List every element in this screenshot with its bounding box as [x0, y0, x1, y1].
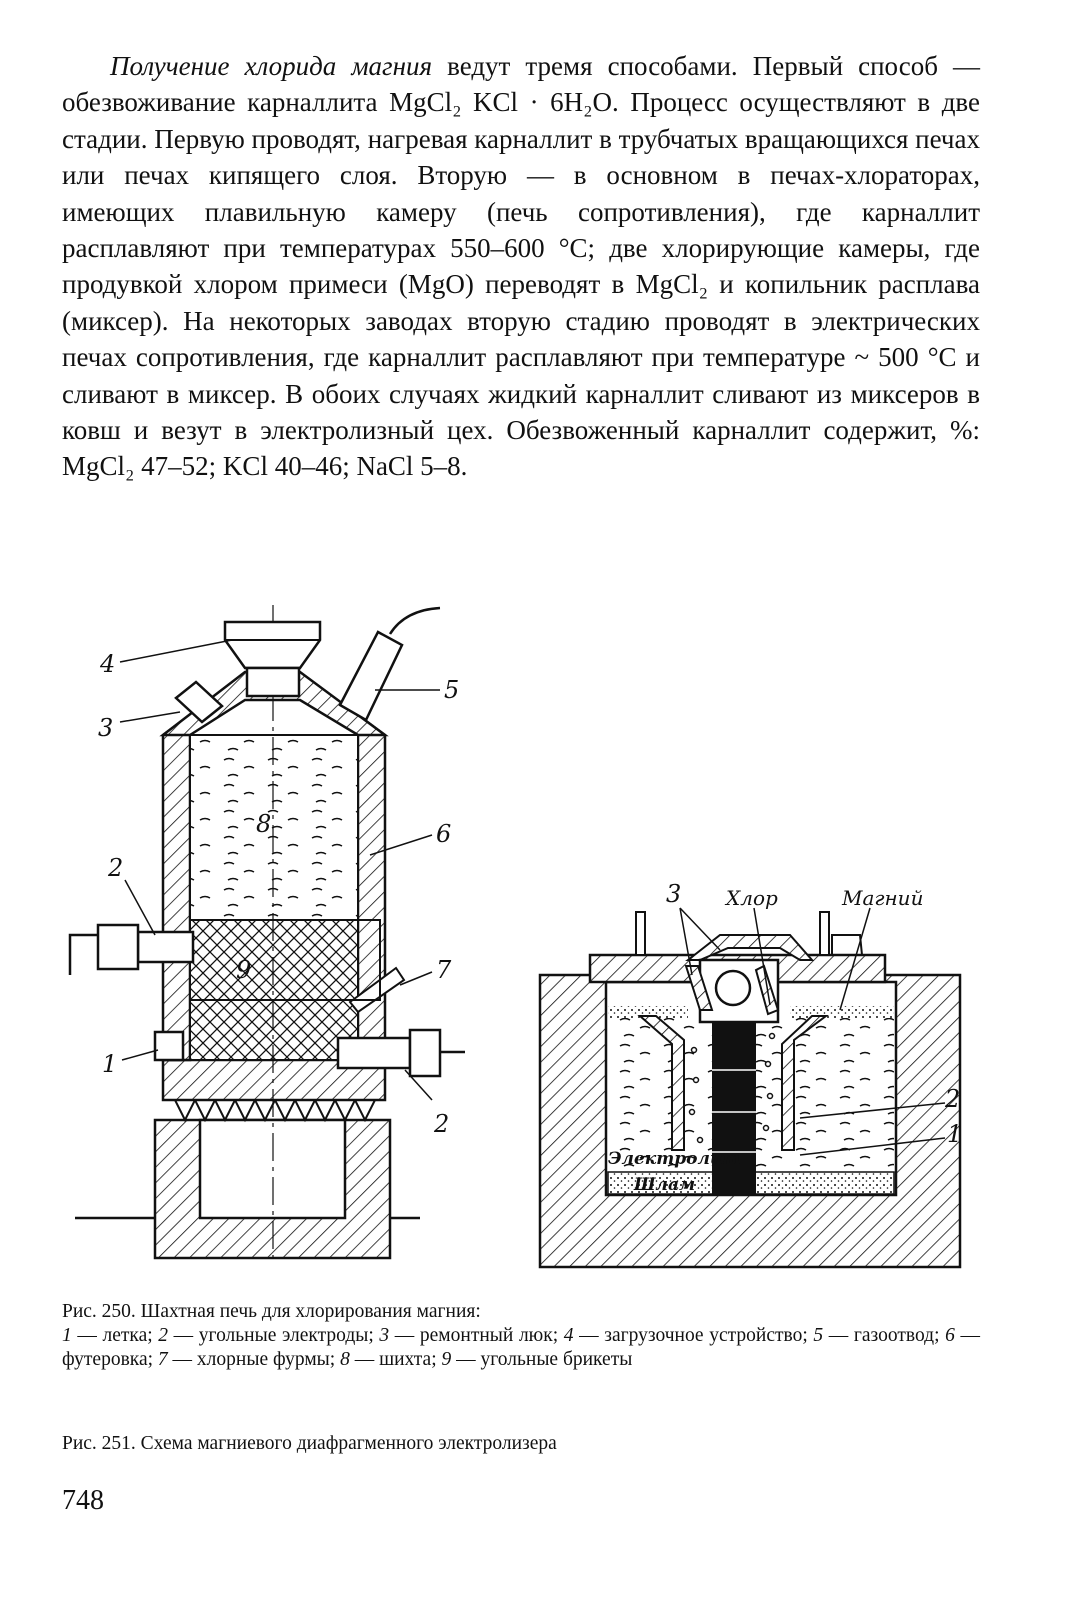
lead-italic: Получение хлорида магния [110, 51, 433, 81]
label-7: 7 [436, 956, 452, 984]
label-3-diaphragm: 3 [666, 880, 681, 908]
legend-text-2: — угольные электроды; [168, 1325, 380, 1346]
legend-num-4: 4 [563, 1325, 574, 1346]
figure-250-title: Рис. 250. Шахтная печь для хлорирования … [62, 1301, 481, 1322]
paragraph: Получение хлорида магния ведут тремя спо… [62, 48, 980, 485]
figure-250-caption: Рис. 250. Шахтная печь для хлорирования … [62, 1300, 980, 1372]
label-9: 9 [236, 956, 251, 984]
label-3: 3 [98, 714, 113, 742]
legend-text-1: — летка; [71, 1325, 159, 1346]
label-2-cathode: 2 [944, 1085, 960, 1113]
legend-num-9: 9 [441, 1349, 452, 1370]
legend-num-5: 5 [813, 1325, 824, 1346]
legend-num-7: 7 [157, 1349, 168, 1370]
label-5: 5 [444, 676, 459, 704]
label-2-right: 2 [433, 1110, 449, 1138]
legend-text-3: — ремонтный люк; [389, 1325, 564, 1346]
legend-text-8: — шихта; [349, 1349, 442, 1370]
label-electrolyte: Электролит [608, 1149, 740, 1169]
label-magnesium: Магний [841, 886, 923, 910]
figures: 1 2 2 3 4 5 6 7 8 9 [68, 605, 962, 1269]
paragraph-body: ведут тремя способами. Первый способ — о… [62, 51, 980, 482]
legend-text-4: — загрузочное устройство; [573, 1325, 814, 1346]
figure-251-caption: Рис. 251. Схема магниевого диафрагменног… [62, 1433, 557, 1454]
shaft-furnace-drawing [68, 605, 465, 1260]
legend-text-9: — угольные брикеты [451, 1349, 633, 1370]
label-6: 6 [436, 820, 451, 848]
legend-num-8: 8 [340, 1349, 350, 1370]
figure-250-legend: 1 — летка; 2 — угольные электроды; 3 — р… [62, 1324, 980, 1372]
label-8: 8 [256, 810, 271, 838]
legend-num-2: 2 [158, 1325, 169, 1346]
label-2-left: 2 [107, 854, 123, 882]
legend-text-5: — газоотвод; [823, 1325, 946, 1346]
electrolyzer-drawing [538, 907, 962, 1269]
legend-text-7: — хлорные фурмы; [167, 1349, 341, 1370]
electrolyzer-labels: 3 Хлор Магний 2 1 Электролит Шлам [608, 880, 962, 1195]
label-sludge: Шлам [633, 1175, 695, 1195]
page-number: 748 [62, 1485, 104, 1516]
legend-num-3: 3 [379, 1325, 390, 1346]
legend-num-6: 6 [945, 1325, 955, 1346]
label-chlorine: Хлор [724, 886, 778, 910]
label-4: 4 [99, 650, 115, 678]
main-paragraph: Получение хлорида магния ведут тремя спо… [62, 48, 980, 485]
furnace-labels: 1 2 2 3 4 5 6 7 8 9 [98, 650, 459, 1138]
label-1-anode: 1 [947, 1120, 962, 1148]
legend-text-6: — футеровка; [62, 1325, 981, 1370]
legend-num-1: 1 [62, 1325, 72, 1346]
label-1: 1 [102, 1050, 117, 1078]
